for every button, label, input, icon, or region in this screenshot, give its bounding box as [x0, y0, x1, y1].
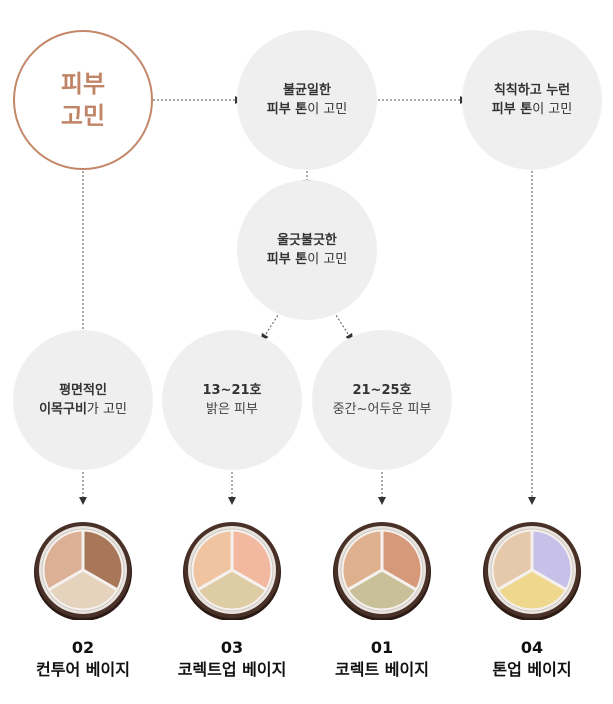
compact-icon — [483, 522, 581, 621]
uneven-tone-node: 불균일한 피부 톤이 고민 — [237, 30, 377, 170]
start-line2: 고민 — [60, 102, 106, 130]
compact-pan — [495, 568, 569, 612]
compact-inner-ring — [41, 528, 125, 612]
compact-inner-ring — [190, 528, 274, 612]
product-code: 02 — [71, 638, 95, 657]
product-code: 03 — [220, 638, 244, 657]
blotchy-line2-rest: 이 고민 — [307, 252, 348, 267]
arrow-blotchy-to-light — [260, 311, 281, 342]
dull-line1: 칙칙하고 누런 — [493, 83, 571, 98]
light-range: 13~21호 — [202, 383, 262, 398]
uneven-line2-rest: 이 고민 — [307, 102, 348, 117]
product-correctup-beige[interactable]: 03 코렉트업 베이지 — [162, 520, 302, 682]
product-name: 코렉트 베이지 — [335, 660, 429, 679]
start-line1: 피부 — [60, 70, 106, 98]
blotchy-tone-node: 울긋불긋한 피부 톤이 고민 — [237, 180, 377, 320]
arrow-blotchy-to-medium — [333, 311, 354, 342]
compact-pan — [195, 568, 269, 612]
uneven-line1: 불균일한 — [283, 83, 331, 98]
compact-icon — [34, 522, 132, 621]
medium-range: 21~25호 — [352, 383, 412, 398]
flat-line2-bold: 이목구비 — [39, 402, 87, 417]
dull-line2-rest: 이 고민 — [532, 102, 573, 117]
product-name: 코렉트업 베이지 — [177, 660, 287, 679]
compact-icon — [183, 522, 281, 621]
skin-concern-start-node: 피부 고민 — [13, 30, 153, 170]
flat-line2-rest: 가 고민 — [86, 402, 127, 417]
product-contour-beige[interactable]: 02 컨투어 베이지 — [13, 520, 153, 682]
light-desc: 밝은 피부 — [206, 402, 258, 417]
product-code: 04 — [520, 638, 544, 657]
medium-skin-node: 21~25호 중간~어두운 피부 — [312, 330, 452, 470]
dull-tone-node: 칙칙하고 누런 피부 톤이 고민 — [462, 30, 602, 170]
product-name: 톤업 베이지 — [492, 660, 572, 679]
compact-inner-ring — [490, 528, 574, 612]
product-toneup-beige[interactable]: 04 톤업 베이지 — [462, 520, 602, 682]
compact-icon — [333, 522, 431, 621]
compact-pan — [345, 568, 419, 612]
uneven-line2-bold: 피부 톤 — [266, 102, 308, 117]
product-correct-beige[interactable]: 01 코렉트 베이지 — [312, 520, 452, 682]
dull-line2-bold: 피부 톤 — [491, 102, 533, 117]
compact-inner-ring — [340, 528, 424, 612]
flat-line1: 평면적인 — [59, 383, 107, 398]
light-skin-node: 13~21호 밝은 피부 — [162, 330, 302, 470]
compact-pan — [46, 568, 120, 612]
flat-features-node: 평면적인 이목구비가 고민 — [13, 330, 153, 470]
product-name: 컨투어 베이지 — [36, 660, 130, 679]
blotchy-line1: 울긋불긋한 — [277, 233, 337, 248]
blotchy-line2-bold: 피부 톤 — [266, 252, 308, 267]
product-code: 01 — [370, 638, 394, 657]
medium-desc: 중간~어두운 피부 — [332, 402, 432, 417]
